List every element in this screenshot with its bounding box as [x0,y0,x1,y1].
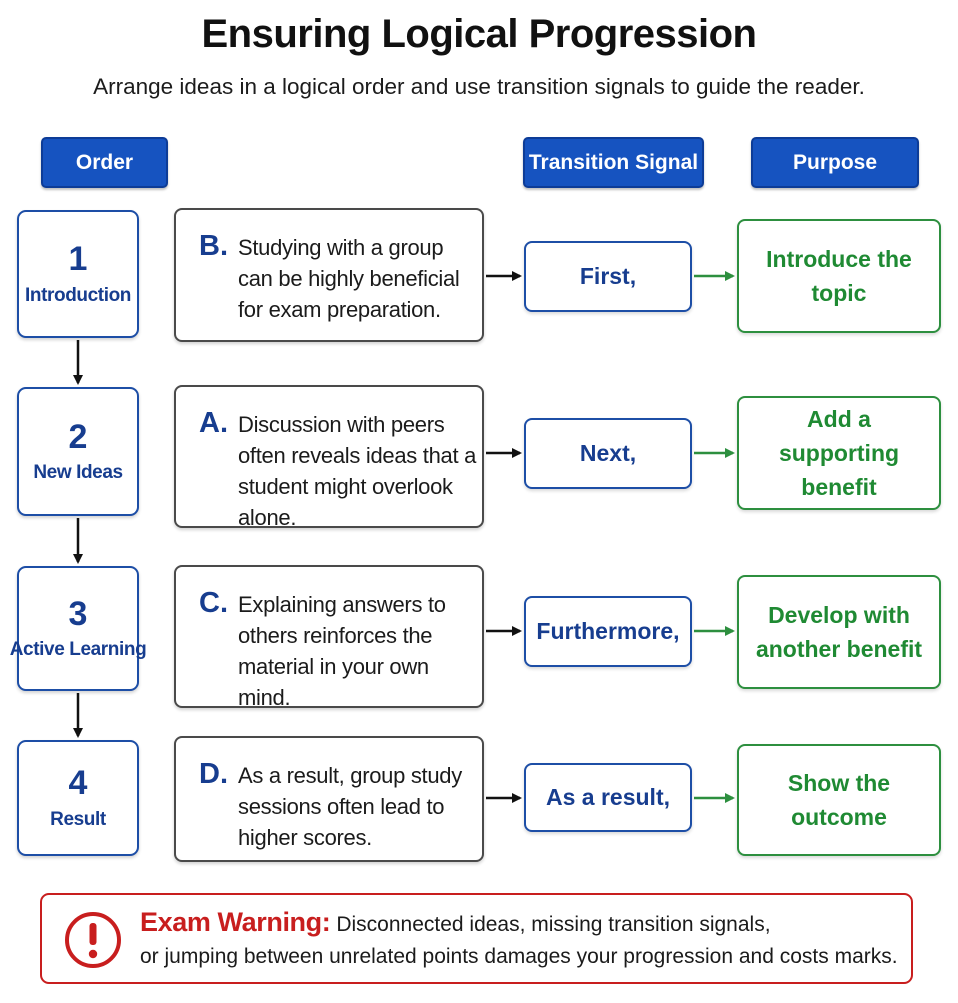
order-number: 3 [68,594,88,633]
sentence-text: Discussion with peers often reveals idea… [238,412,477,530]
sentence-text: Explaining answers to others reinforces … [238,592,446,710]
sentence-letter: C. [199,587,228,619]
header-purpose: Purpose [751,137,919,188]
sentence-box-2: A. Discussion with peers often reveals i… [174,385,484,530]
sentence-text: As a result, group study sessions often … [238,763,462,850]
order-box-3: 3 Active Learning [10,566,147,691]
order-label: New Ideas [33,462,123,484]
sentence-letter: B. [199,230,228,262]
purpose-box-1: Introduce the topic [737,219,941,333]
warning-line-1: Exam Warning:Disconnected ideas, missing… [140,907,771,938]
purpose-box-3: Develop with another benefit [737,575,941,689]
exam-warning-box: Exam Warning:Disconnected ideas, missing… [40,893,913,984]
order-label: Introduction [24,284,131,306]
sentence-box-1: B. Studying with a group can be highly b… [174,208,484,342]
page-subtitle: Arrange ideas in a logical order and use… [93,74,865,99]
signal-box-1: First, [524,241,692,312]
warning-text-2: or jumping between unrelated points dama… [140,945,898,968]
order-label: Active Learning [9,639,147,661]
exclamation-circle-icon [65,912,121,968]
sentence-text: Studying with a group can be highly bene… [238,235,460,322]
order-number: 4 [68,764,88,803]
signal-box-4: As a result, [524,763,692,832]
warning-title: Exam Warning: [140,907,331,937]
header-order: Order [41,137,168,188]
order-label: Result [50,808,106,830]
order-box-4: 4 Result [17,740,139,856]
order-number: 2 [68,417,88,456]
order-box-1: 1 Introduction [17,210,139,338]
sentence-box-3: C. Explaining answers to others reinforc… [174,565,484,710]
order-box-2: 2 New Ideas [17,387,139,516]
page-title: Ensuring Logical Progression [201,12,757,56]
order-number: 1 [68,240,88,279]
header-transition-signal: Transition Signal [523,137,704,188]
signal-box-3: Furthermore, [524,596,692,667]
warning-text-1: Disconnected ideas, missing transition s… [336,913,771,936]
sentence-box-4: D. As a result, group study sessions oft… [174,736,484,862]
signal-box-2: Next, [524,418,692,489]
sentence-letter: D. [199,758,228,790]
purpose-box-4: Show the outcome [737,744,941,856]
purpose-box-2: Add a supporting benefit [737,396,941,510]
sentence-letter: A. [199,407,228,439]
